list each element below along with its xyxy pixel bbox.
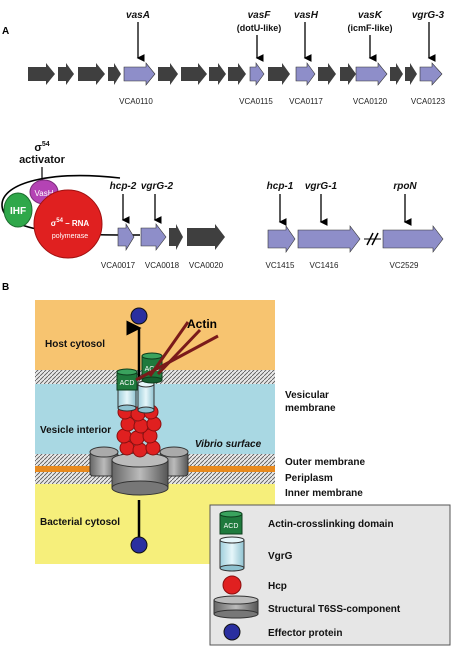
bacterial-cytosol-label: Bacterial cytosol (40, 517, 120, 528)
vash-label: VasH (35, 189, 54, 198)
vasA-gene-arrow (123, 62, 156, 86)
periplasm-label: Periplasm (285, 473, 333, 484)
rna-pol-label-1: σ54 – RNA (51, 218, 90, 228)
panel-a-label: A (2, 26, 9, 37)
effector-protein-bottom (130, 536, 148, 554)
vasF-gene-arrow (249, 62, 265, 86)
legend-effector-icon (223, 623, 241, 641)
operon-2: hcp-2 vgrG-2 VCA0017 VCA0018 VCA0020 (101, 181, 225, 270)
locus-VCA0120: VCA0120 (353, 97, 388, 106)
vesicle-interior-label: Vesicle interior (40, 425, 111, 436)
gene-label-vgrG-1: vgrG-1 (305, 181, 338, 192)
locus-VC1415: VC1415 (266, 261, 295, 270)
panel-b-diagram: Host cytosol Vesicle interior Vibrio sur… (35, 300, 365, 564)
genome-break-mark (366, 232, 374, 246)
actin-filament (135, 334, 219, 382)
legend-box (209, 504, 451, 646)
gene-arrow (181, 63, 207, 85)
legend-item-hcp: Hcp (268, 581, 287, 592)
legend-item-structural: Structural T6SS-component (268, 604, 401, 615)
activator-sigma: σ54 (34, 141, 49, 154)
gene-arrow (169, 224, 183, 250)
gene-arrow (268, 63, 290, 85)
gene-sublabel-vasF: (dotU-like) (237, 23, 282, 33)
vibrio-surface-label: Vibrio surface (195, 439, 262, 450)
legend-item-vgrg: VgrG (268, 551, 293, 562)
operon-1 (28, 62, 443, 86)
vesicular-membrane-label-1: Vesicular (285, 390, 329, 401)
gene-arrow (340, 63, 356, 85)
operon-1-callouts: vasA VCA0110 vasF (dotU-like) VCA0115 va… (119, 10, 446, 106)
gene-arrow (209, 63, 226, 85)
gene-label-rpoN: rpoN (393, 181, 417, 192)
locus-VCA0020: VCA0020 (189, 261, 224, 270)
locus-VCA0017: VCA0017 (101, 261, 136, 270)
gene-label-vgrG-3: vgrG-3 (412, 10, 445, 21)
gene-arrow (405, 63, 417, 85)
gene-label-vasF: vasF (248, 10, 272, 21)
activator-label: activator (19, 154, 66, 166)
legend-item-acd: Actin-crosslinking domain (268, 519, 394, 530)
inner-membrane-label: Inner membrane (285, 488, 363, 499)
acd-top-label: ACD (145, 366, 160, 373)
hcp-2-gene-arrow (117, 222, 135, 252)
effector-protein-top (130, 307, 148, 325)
acd-front-label: ACD (120, 380, 135, 387)
gene-label-vasA: vasA (126, 10, 150, 21)
outer-membrane-label: Outer membrane (285, 457, 365, 468)
gene-arrow (78, 63, 105, 85)
vgrG-2-gene-arrow (140, 223, 167, 251)
locus-VC1416: VC1416 (310, 261, 339, 270)
gene-arrow (108, 63, 121, 85)
vgrG-1-gene-arrow (297, 225, 361, 253)
legend: ACD Actin-crosslinking domain VgrG Hcp S… (209, 504, 451, 646)
gene-label-vasH: vasH (294, 10, 319, 21)
legend-acd-icon-text: ACD (224, 523, 239, 530)
gene-sublabel-vasK: (icmF-like) (347, 23, 392, 33)
legend-item-effector: Effector protein (268, 628, 342, 639)
rpoN-gene-arrow (382, 225, 444, 253)
legend-hcp-icon (222, 575, 242, 595)
locus-VCA0123: VCA0123 (411, 97, 446, 106)
legend-vgrg-icon (219, 539, 245, 569)
gene-label-vasK: vasK (358, 10, 383, 21)
gene-arrow (318, 63, 336, 85)
vesicular-membrane-label-2: membrane (285, 403, 336, 414)
vasK-gene-arrow (355, 62, 388, 86)
gene-label-hcp-1: hcp-1 (267, 181, 294, 192)
gene-arrow (228, 63, 246, 85)
locus-VCA0110: VCA0110 (119, 97, 153, 106)
gene-arrow (58, 63, 74, 85)
ihf-label: IHF (10, 206, 26, 217)
actin-filament (156, 328, 202, 376)
actin-label: Actin (187, 317, 217, 331)
vgrg-cylinder-back (137, 383, 155, 411)
gene-arrow (187, 224, 225, 250)
vgrG-3-gene-arrow (419, 62, 443, 86)
gene-label-vgrG-2: vgrG-2 (141, 181, 174, 192)
hcp-tube (116, 404, 162, 458)
vasH-gene-arrow (295, 62, 316, 86)
gene-arrow (158, 63, 178, 85)
gene-label-hcp-2: hcp-2 (110, 181, 137, 192)
host-cytosol-label: Host cytosol (45, 339, 105, 350)
genome-break-mark (371, 232, 379, 246)
rna-pol-label-2: polymerase (52, 233, 88, 240)
rna-polymerase (33, 189, 103, 259)
actin-filament (148, 321, 190, 377)
locus-VC2529: VC2529 (390, 261, 419, 270)
panel-b-label: B (2, 282, 9, 293)
sigma54-regulation: σ54 activator IHF VasH σ54 – RNA polymer… (1, 141, 140, 259)
operon-3: hcp-1 vgrG-1 rpoN VC1415 VC1416 VC2529 (266, 181, 444, 270)
locus-VCA0115: VCA0115 (239, 97, 273, 106)
ihf-protein (3, 192, 33, 228)
gene-arrow (390, 63, 403, 85)
locus-VCA0117: VCA0117 (289, 97, 323, 106)
gene-arrow (28, 63, 55, 85)
hcp-1-gene-arrow (267, 225, 296, 253)
locus-VCA0018: VCA0018 (145, 261, 180, 270)
